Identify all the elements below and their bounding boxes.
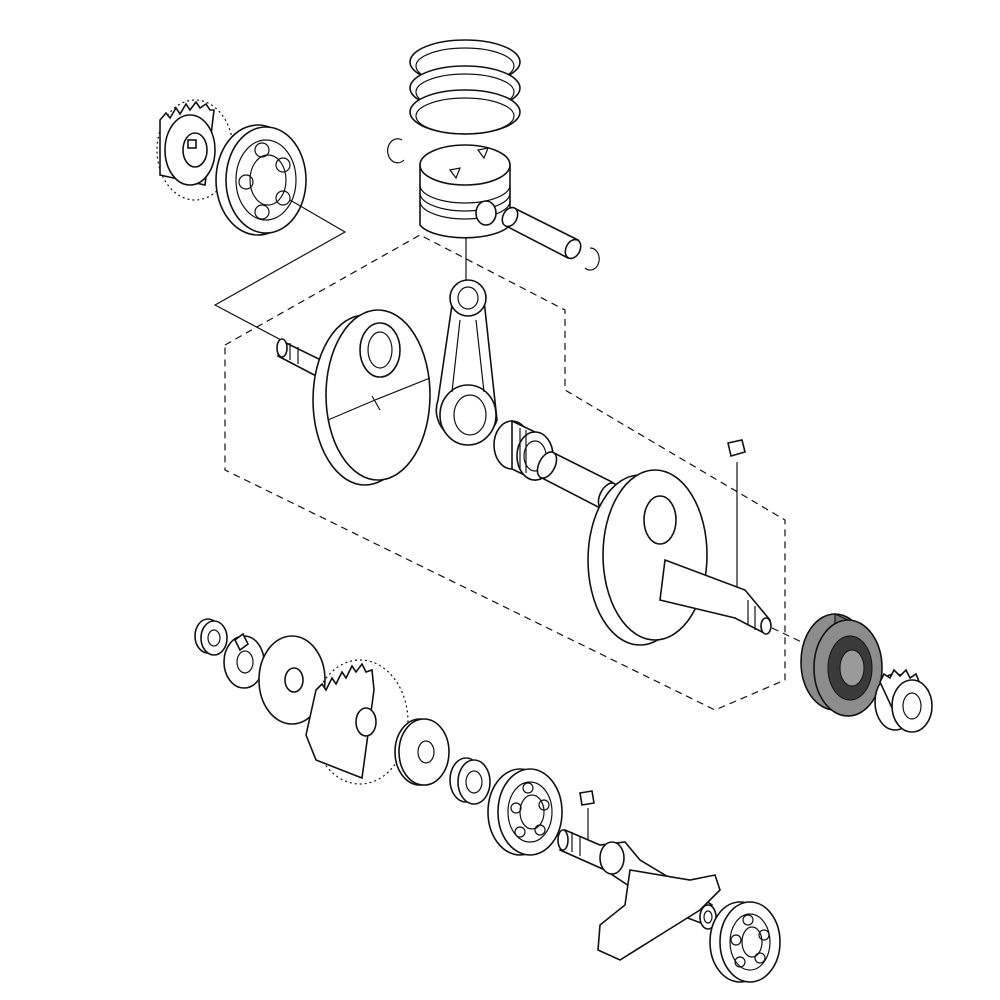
- connecting-rod[interactable]: [435, 279, 498, 446]
- piston-pin-circlip-right[interactable]: [584, 247, 600, 271]
- balancer-drive-gear[interactable]: [305, 659, 409, 785]
- balancer-bearing-right[interactable]: [709, 901, 781, 983]
- leader-line-left-bearing: [213, 199, 347, 351]
- crankshaft-timing-gear-right[interactable]: [874, 668, 933, 733]
- piston-pin[interactable]: [499, 205, 584, 261]
- leader-line-right-bearing: [771, 627, 809, 646]
- piston-pin-circlip-left[interactable]: [387, 138, 405, 164]
- thrust-washer[interactable]: [394, 718, 450, 786]
- crankshaft-bearing-right-highlighted[interactable]: [800, 613, 883, 717]
- woodruff-key-crank[interactable]: [727, 439, 746, 458]
- balancer-nut[interactable]: [194, 618, 228, 656]
- balancer-shaft[interactable]: [557, 828, 721, 961]
- lock-washer[interactable]: [223, 632, 265, 689]
- spacer-collar[interactable]: [449, 757, 491, 805]
- piston-ring-set[interactable]: [409, 39, 521, 135]
- piston[interactable]: [419, 144, 511, 239]
- crankshaft-bearing-left[interactable]: [215, 124, 307, 236]
- crankshaft-left-half[interactable]: [276, 309, 431, 486]
- woodruff-key-balancer[interactable]: [579, 790, 595, 806]
- balancer-bearing-left[interactable]: [487, 768, 563, 856]
- crankshaft-assembly-boundary: [224, 234, 786, 711]
- crankshaft-right-half[interactable]: [587, 469, 772, 646]
- keyed-washer-plate[interactable]: [258, 635, 326, 725]
